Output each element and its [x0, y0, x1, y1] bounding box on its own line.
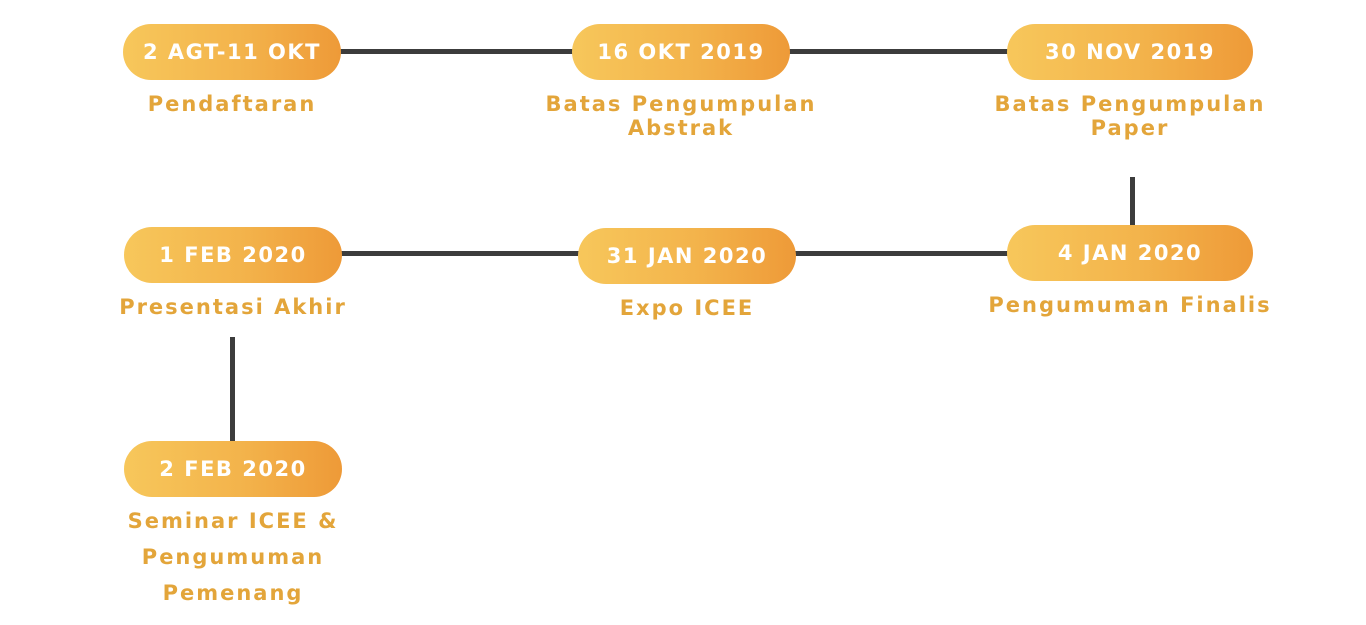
milestone-label: Batas Pengumpulan Paper: [994, 92, 1266, 140]
milestone-final-presentation: 1 FEB 2020 Presentasi Akhir: [63, 227, 403, 319]
milestone-abstract-deadline: 16 OKT 2019 Batas Pengumpulan Abstrak: [511, 24, 851, 140]
milestone-label: Batas Pengumpulan Abstrak: [545, 92, 817, 140]
milestone-label: Pendaftaran: [147, 92, 317, 116]
connector-line-3-4: [1130, 177, 1135, 229]
connector-line-1-2: [338, 49, 578, 54]
milestone-registration: 2 AGT-11 OKT Pendaftaran: [62, 24, 402, 116]
milestone-label: Presentasi Akhir: [119, 295, 347, 319]
connector-line-6-7: [230, 337, 235, 443]
milestone-paper-deadline: 30 NOV 2019 Batas Pengumpulan Paper: [960, 24, 1300, 140]
date-pill: 2 FEB 2020: [124, 441, 342, 497]
date-pill: 31 JAN 2020: [578, 228, 796, 284]
date-pill: 30 NOV 2019: [1007, 24, 1253, 80]
date-pill: 2 AGT-11 OKT: [123, 24, 341, 80]
date-pill: 16 OKT 2019: [572, 24, 790, 80]
connector-line-5-6: [340, 251, 582, 256]
connector-line-2-3: [788, 49, 1012, 54]
milestone-label: Seminar ICEE & Pengumuman Pemenang: [127, 509, 339, 605]
connector-line-4-5: [792, 251, 1012, 256]
milestone-label: Expo ICEE: [619, 296, 755, 320]
milestone-label: Pengumuman Finalis: [988, 293, 1272, 317]
milestone-seminar-winners: 2 FEB 2020 Seminar ICEE & Pengumuman Pem…: [63, 441, 403, 617]
milestone-finalist-announcement: 4 JAN 2020 Pengumuman Finalis: [960, 225, 1300, 317]
date-pill: 1 FEB 2020: [124, 227, 342, 283]
milestone-expo: 31 JAN 2020 Expo ICEE: [517, 228, 857, 320]
date-pill: 4 JAN 2020: [1007, 225, 1253, 281]
